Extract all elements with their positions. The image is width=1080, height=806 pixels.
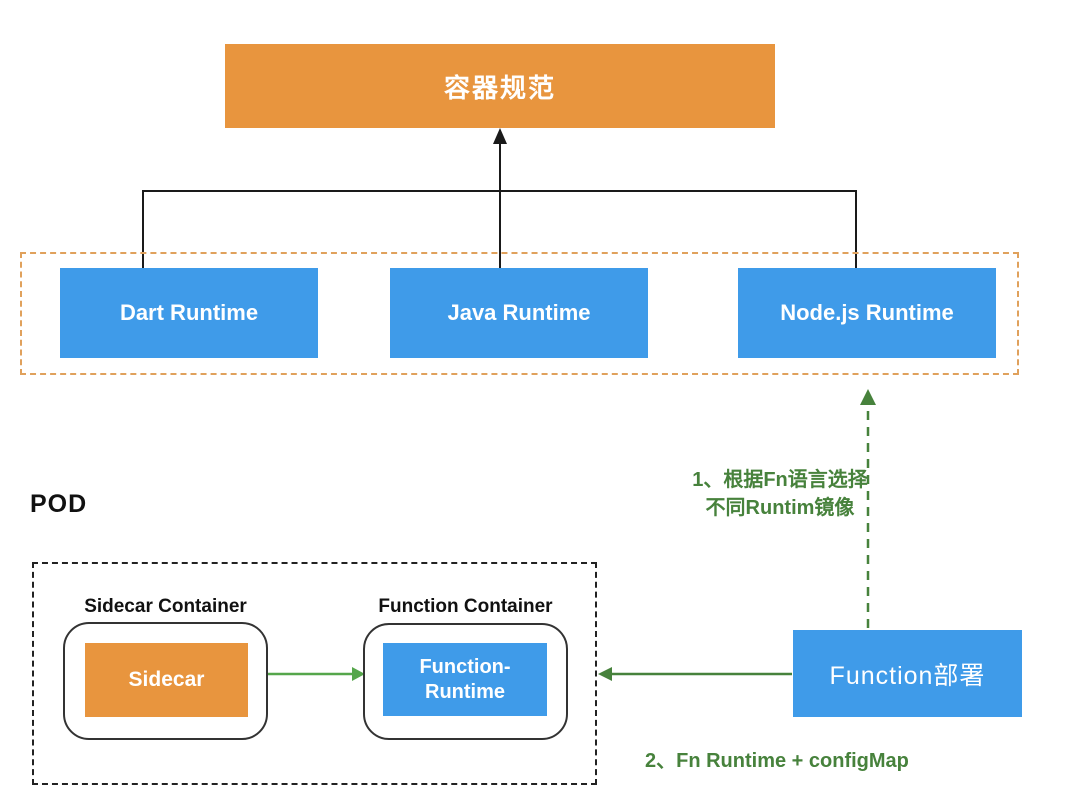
function-runtime-box: Function- Runtime (383, 643, 547, 716)
function-deploy-label: Function部署 (829, 661, 986, 690)
sidecar-box: Sidecar (85, 643, 248, 717)
nodejs-runtime-box: Node.js Runtime (738, 268, 996, 358)
arrowhead-up-green (860, 389, 876, 405)
runtime-group-border (20, 252, 1019, 375)
function-runtime-label-line2: Runtime (425, 680, 505, 703)
function-container-outline (363, 623, 568, 740)
function-container-title: Function Container (378, 596, 553, 617)
function-runtime-label-line1: Function- (419, 655, 511, 678)
java-runtime-box: Java Runtime (390, 268, 648, 358)
container-spec-label: 容器规范 (443, 72, 556, 103)
connector-deploy-to-pod (598, 667, 792, 681)
annotation-step1-line1: 1、根据Fn语言选择 (692, 469, 868, 491)
dart-runtime-label: Dart Runtime (119, 300, 259, 325)
annotation-step2: 2、Fn Runtime + configMap (645, 750, 909, 772)
nodejs-runtime-label: Node.js Runtime (780, 300, 954, 325)
arrowhead-up-black (493, 128, 507, 144)
dart-runtime-box: Dart Runtime (60, 268, 318, 358)
sidecar-container-title: Sidecar Container (84, 596, 247, 617)
pod-border (32, 562, 597, 785)
connector-deploy-to-runtimes (860, 389, 876, 628)
annotation-step1: 1、根据Fn语言选择 不同Runtim镜像 (655, 466, 905, 522)
sidecar-container-outline (63, 622, 268, 740)
annotation-step1-line2: 不同Runtim镜像 (705, 497, 855, 519)
pod-label: POD (30, 490, 88, 518)
function-deploy-box: Function部署 (793, 630, 1022, 717)
java-runtime-label: Java Runtime (447, 300, 591, 325)
connector-sidecar-to-function-runtime (268, 667, 365, 681)
connector-runtimes-to-spec (142, 128, 857, 270)
sidecar-label: Sidecar (128, 668, 205, 691)
arrowhead-left-green (598, 667, 612, 681)
arrowhead-right-green (352, 667, 365, 681)
container-spec-box: 容器规范 (225, 44, 775, 128)
